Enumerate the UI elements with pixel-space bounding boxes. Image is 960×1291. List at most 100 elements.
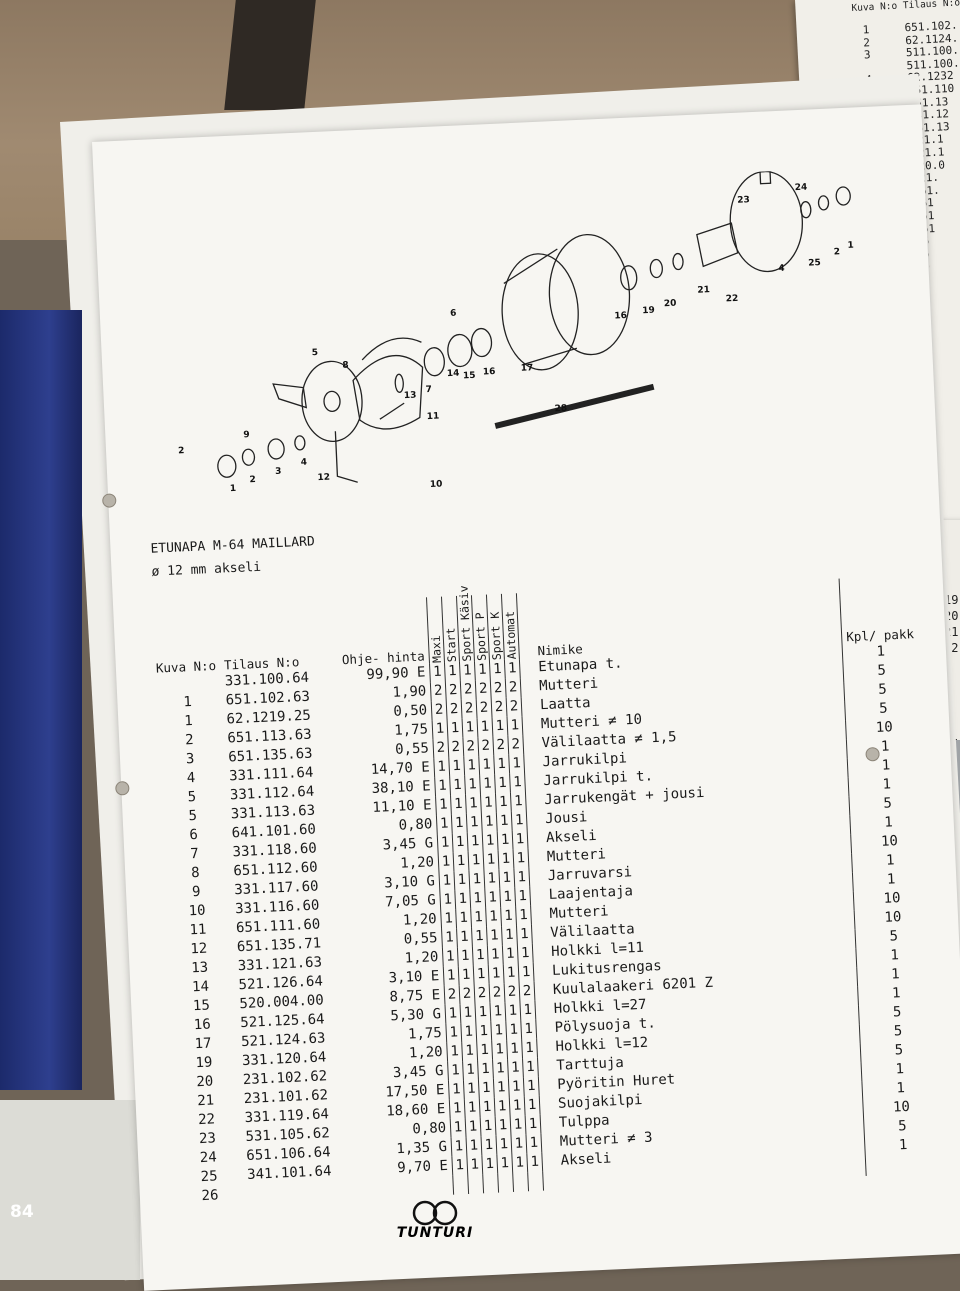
cell-model-flag: 1 bbox=[484, 888, 501, 908]
cell-model-flag: 1 bbox=[465, 1117, 482, 1138]
cell-model-flag: 1 bbox=[437, 833, 454, 854]
cell-model-flag: 1 bbox=[524, 1095, 541, 1116]
cell-model-flag: 1 bbox=[494, 1097, 511, 1117]
cell-model-flag: 1 bbox=[445, 1023, 462, 1043]
cell-model-flag: 1 bbox=[468, 869, 485, 890]
diagram-callout: 3 bbox=[275, 467, 282, 477]
cell-model-flag: 1 bbox=[478, 1078, 495, 1099]
cell-model-flag: 1 bbox=[449, 1099, 466, 1119]
cell-model-flag: 1 bbox=[510, 792, 527, 812]
background-object bbox=[224, 0, 316, 110]
diagram-callout: 6 bbox=[450, 309, 457, 319]
cell-model-flag: 1 bbox=[507, 716, 523, 736]
cell-model-flag: 1 bbox=[502, 944, 519, 965]
cell-model-flag: 1 bbox=[446, 1042, 463, 1062]
cell-model-flag: 1 bbox=[477, 717, 493, 738]
cell-model-flag: 1 bbox=[451, 1156, 468, 1176]
cell-model-flag bbox=[452, 1175, 469, 1195]
diagram-callout: 12 bbox=[317, 473, 330, 484]
cell-model-flag: 1 bbox=[522, 1057, 539, 1078]
cell-model-flag: 1 bbox=[496, 1135, 512, 1155]
cell-model-flag: 1 bbox=[488, 964, 505, 984]
cell-model-flag bbox=[527, 1171, 544, 1192]
cell-model-flag: 1 bbox=[489, 1002, 506, 1022]
diagram-callout: 14 bbox=[447, 369, 460, 380]
cell-model-flag: 2 bbox=[446, 699, 463, 720]
cell-model-flag: 1 bbox=[429, 662, 446, 683]
cell-model-flag: 1 bbox=[512, 829, 529, 850]
cell-model-flag: 1 bbox=[500, 906, 517, 927]
cell-model-flag: 1 bbox=[468, 850, 484, 871]
cell-model-flag: 1 bbox=[442, 947, 459, 967]
cell-model-flag: 1 bbox=[507, 1058, 524, 1079]
cell-model-flag: 1 bbox=[473, 964, 490, 985]
cell-model-flag: 1 bbox=[466, 1136, 482, 1157]
document-subtitle: ø 12 mm akseli bbox=[151, 559, 262, 580]
cell-model-flag: 1 bbox=[466, 813, 483, 833]
cell-model-flag: 1 bbox=[481, 1154, 498, 1175]
cell-model-flag: 1 bbox=[504, 1001, 521, 1022]
col-kuva: Kuva N:o bbox=[155, 657, 217, 676]
cell-model-flag: 1 bbox=[474, 660, 491, 681]
cell-model-flag: 1 bbox=[475, 1021, 492, 1042]
cell-model-flag: 1 bbox=[476, 1040, 493, 1061]
cell-model-flag: 1 bbox=[493, 754, 510, 775]
cell-model-flag: 1 bbox=[466, 1155, 483, 1176]
cell-model-flag: 1 bbox=[497, 830, 514, 851]
diagram-callout: 16 bbox=[483, 367, 496, 378]
cell-model-flag: 1 bbox=[474, 1002, 491, 1023]
cell-model-flag: 1 bbox=[506, 1039, 523, 1060]
cell-model-flag: 2 bbox=[431, 700, 448, 721]
cell-model-flag: 2 bbox=[460, 680, 477, 700]
diagram-callout: 7 bbox=[425, 385, 432, 395]
cell-model-flag: 1 bbox=[496, 1153, 513, 1174]
cell-model-flag: 1 bbox=[460, 1003, 476, 1024]
cell-model-flag: 1 bbox=[479, 1097, 496, 1118]
col-tilaus: Tilaus N:o bbox=[223, 654, 300, 673]
cell-model-flag: 1 bbox=[515, 905, 532, 926]
cell-model-flag: 1 bbox=[505, 1020, 522, 1041]
cell-model-flag: 1 bbox=[483, 869, 500, 889]
cell-model-flag: 1 bbox=[462, 718, 478, 738]
cell-model-flag: 1 bbox=[444, 661, 461, 682]
diagram-callout: 21 bbox=[697, 285, 710, 296]
cell-model-flag: 2 bbox=[504, 982, 520, 1003]
diagram-callout: 28 bbox=[554, 404, 567, 415]
cell-model-flag: 1 bbox=[521, 1038, 538, 1059]
cell-model-flag: 1 bbox=[513, 848, 529, 869]
cell-model-flag: 1 bbox=[511, 810, 528, 831]
cell-model-flag: 2 bbox=[506, 697, 523, 717]
cell-model-flag: 1 bbox=[503, 963, 520, 984]
cell-model-flag: 1 bbox=[504, 659, 521, 679]
diagram-callout: 24 bbox=[795, 183, 808, 194]
cell-model-flag: 1 bbox=[513, 867, 530, 888]
cell-model-flag: 1 bbox=[451, 1137, 467, 1157]
page-number: 84 bbox=[10, 1202, 34, 1222]
cell-model-flag bbox=[512, 1172, 529, 1192]
diagram-callout: 17 bbox=[521, 363, 534, 374]
cell-model-flag: 1 bbox=[501, 925, 518, 946]
diagram-callout: 13 bbox=[404, 391, 417, 402]
diagram-callout: 2 bbox=[178, 446, 185, 456]
cell-model-flag: 1 bbox=[479, 774, 496, 795]
diagram-callout: 15 bbox=[463, 371, 476, 382]
cell-model-flag: 1 bbox=[441, 928, 458, 948]
side-kuva-item: 1 bbox=[862, 23, 870, 37]
cell-model-flag: 2 bbox=[491, 697, 508, 718]
cell-model-flag: 2 bbox=[432, 738, 449, 759]
cell-model-flag: 1 bbox=[432, 719, 448, 740]
diagram-callout: 25 bbox=[808, 258, 821, 269]
cell-model-flag: 1 bbox=[520, 1019, 537, 1040]
cell-price bbox=[362, 1176, 454, 1199]
cell-model-flag: 2 bbox=[475, 679, 492, 700]
cell-model-flag: 2 bbox=[505, 678, 522, 698]
cell-model-flag: 1 bbox=[438, 852, 454, 873]
cell-model-flag: 1 bbox=[491, 1040, 508, 1060]
cell-model-flag: 2 bbox=[459, 984, 475, 1005]
cell-model-flag: 1 bbox=[519, 1000, 536, 1021]
cell-model-flag: 1 bbox=[511, 1153, 528, 1173]
cell-model-flag: 1 bbox=[450, 794, 467, 815]
cell-model-flag: 1 bbox=[480, 793, 497, 814]
cell-model-flag: 1 bbox=[525, 1133, 542, 1154]
